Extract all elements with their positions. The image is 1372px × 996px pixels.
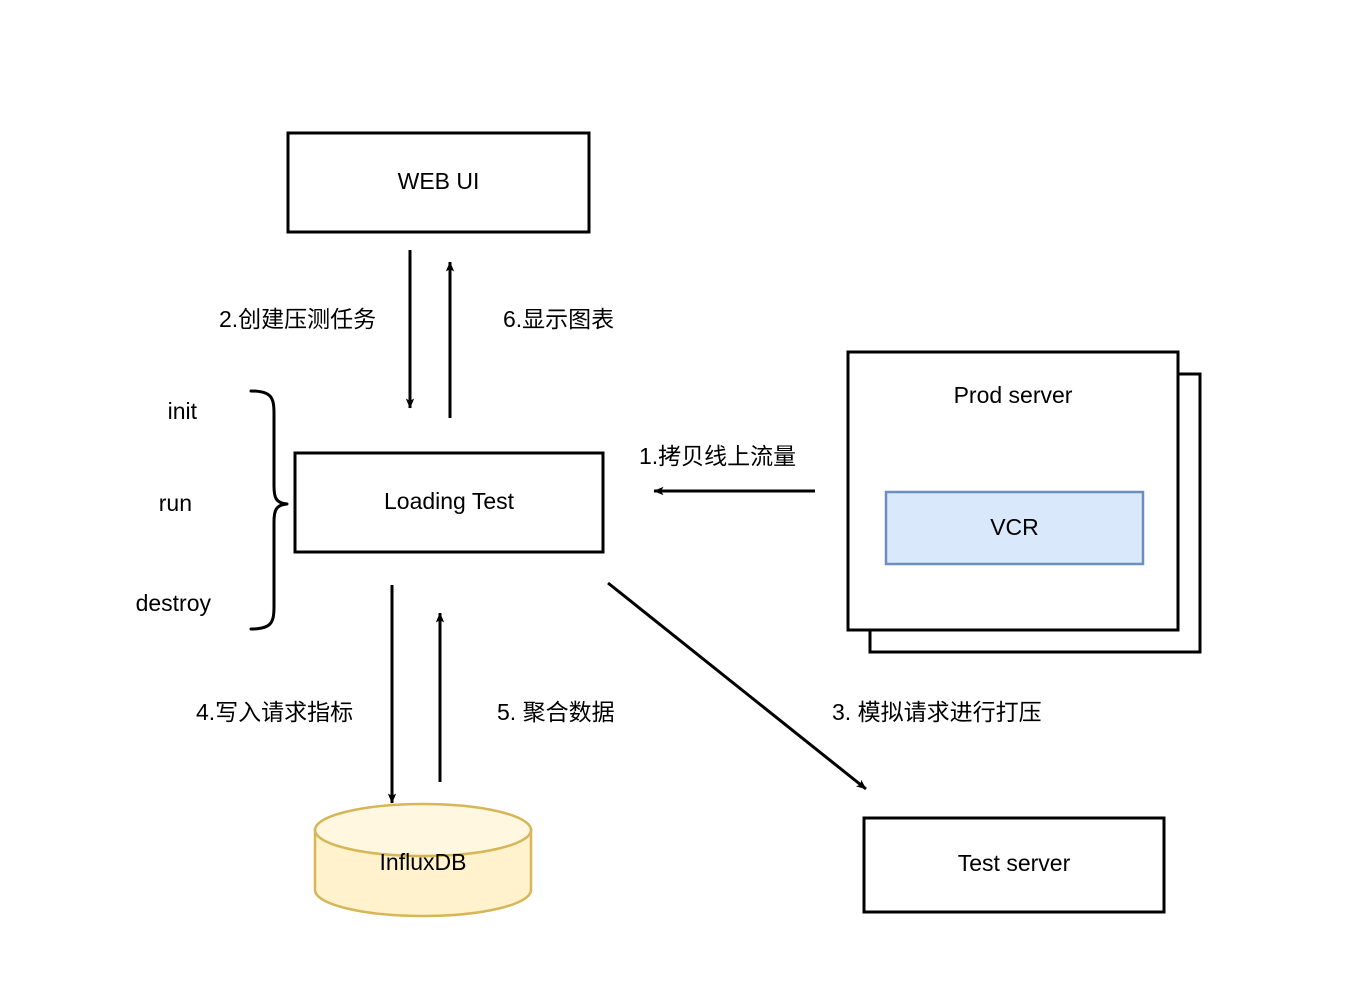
prod-server-label: Prod server: [954, 382, 1073, 408]
lifecycle-item-init: init: [168, 398, 198, 424]
lifecycle-item-destroy: destroy: [136, 590, 212, 616]
test-server-label: Test server: [958, 850, 1071, 876]
node-test-server[interactable]: Test server: [862, 816, 1166, 914]
node-influxdb[interactable]: InfluxDB: [313, 802, 533, 918]
edge-3-label: 3. 模拟请求进行打压: [832, 699, 1042, 725]
edge-4-label: 4.写入请求指标: [196, 699, 353, 725]
web-ui-label: WEB UI: [398, 168, 480, 194]
node-prod-server[interactable]: Prod server VCR: [846, 350, 1202, 654]
lifecycle-brace-icon: [249, 389, 289, 631]
node-web-ui[interactable]: WEB UI: [286, 131, 591, 234]
edge-3-simulate-requests: 3. 模拟请求进行打压: [607, 581, 1042, 791]
edge-1-label: 1.拷贝线上流量: [639, 443, 796, 469]
vcr-box[interactable]: [884, 490, 1145, 566]
loading-test-label: Loading Test: [384, 488, 515, 514]
edge-3-arrow: [607, 581, 867, 791]
edge-5-label: 5. 聚合数据: [497, 699, 615, 725]
lifecycle-brace-group: init run destroy: [136, 389, 289, 631]
node-vcr[interactable]: VCR: [884, 490, 1145, 566]
edge-1-copy-traffic: 1.拷贝线上流量: [639, 443, 815, 496]
influxdb-label: InfluxDB: [380, 849, 467, 875]
loading-test-box[interactable]: [293, 451, 605, 554]
edge-5-aggregate-data: 5. 聚合数据: [435, 612, 615, 782]
vcr-label: VCR: [990, 514, 1039, 540]
web-ui-box[interactable]: [286, 131, 591, 234]
edge-2-label: 2.创建压测任务: [219, 306, 376, 332]
edge-6-label: 6.显示图表: [503, 306, 614, 332]
node-loading-test[interactable]: Loading Test: [293, 451, 605, 554]
edge-4-write-metrics: 4.写入请求指标: [196, 585, 397, 804]
edge-6-show-charts: 6.显示图表: [445, 261, 614, 418]
lifecycle-item-run: run: [159, 490, 192, 516]
test-server-box[interactable]: [862, 816, 1166, 914]
edge-2-create-task: 2.创建压测任务: [219, 250, 415, 409]
influxdb-cylinder-top: [313, 802, 533, 858]
